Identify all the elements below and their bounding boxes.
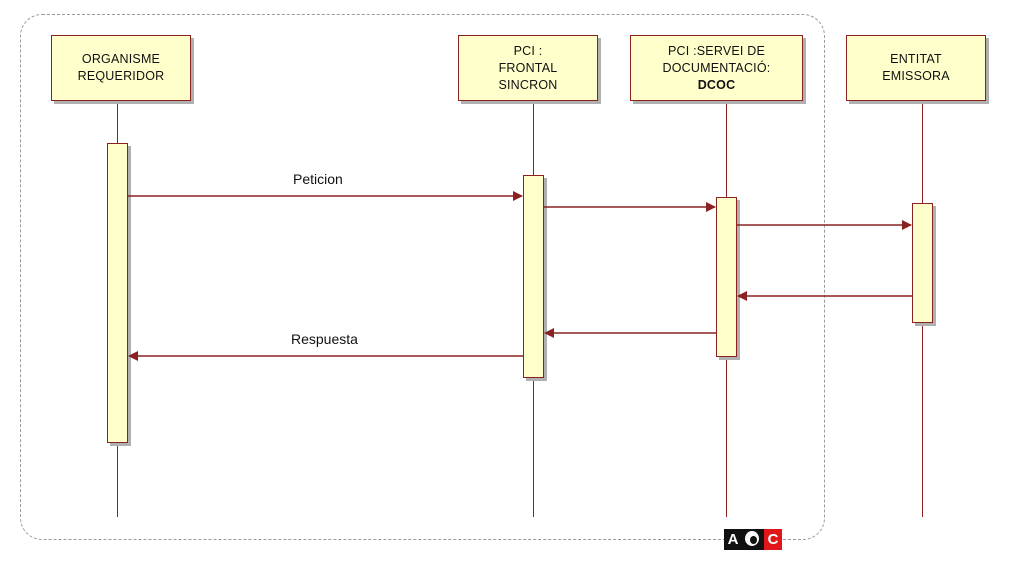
participant-organisme-line-2: REQUERIDOR <box>77 69 165 83</box>
logo-letter-a: A <box>724 529 742 550</box>
aoc-logo: A C <box>724 529 782 550</box>
participant-frontal-line-3: SINCRON <box>498 77 558 92</box>
participant-organisme: ORGANISME REQUERIDOR <box>51 35 191 101</box>
label-peticion: Peticion <box>293 171 343 187</box>
logo-letter-o <box>742 529 764 550</box>
participant-servei-line-2: DOCUMENTACIÓ: <box>662 60 771 75</box>
activation-organisme <box>107 143 128 443</box>
participant-frontal-line-1: PCI : <box>513 43 543 58</box>
participant-entitat-line-1: ENTITAT <box>890 52 942 66</box>
logo-letter-c: C <box>764 529 782 550</box>
activation-servei <box>716 197 737 357</box>
participant-entitat-line-2: EMISSORA <box>882 69 950 83</box>
participant-servei-line-3: DCOC <box>697 77 736 92</box>
system-boundary-frame <box>20 14 825 540</box>
label-respuesta: Respuesta <box>291 331 358 347</box>
participant-servei: PCI :SERVEI DE DOCUMENTACIÓ: DCOC <box>630 35 803 101</box>
participant-entitat: ENTITAT EMISSORA <box>846 35 986 101</box>
participant-frontal-line-2: FRONTAL <box>498 60 558 75</box>
activation-frontal <box>523 175 544 378</box>
participant-frontal: PCI : FRONTAL SINCRON <box>458 35 598 101</box>
participant-organisme-line-1: ORGANISME <box>81 52 161 66</box>
activation-entitat <box>912 203 933 323</box>
participant-servei-line-1: PCI :SERVEI DE <box>667 43 766 58</box>
